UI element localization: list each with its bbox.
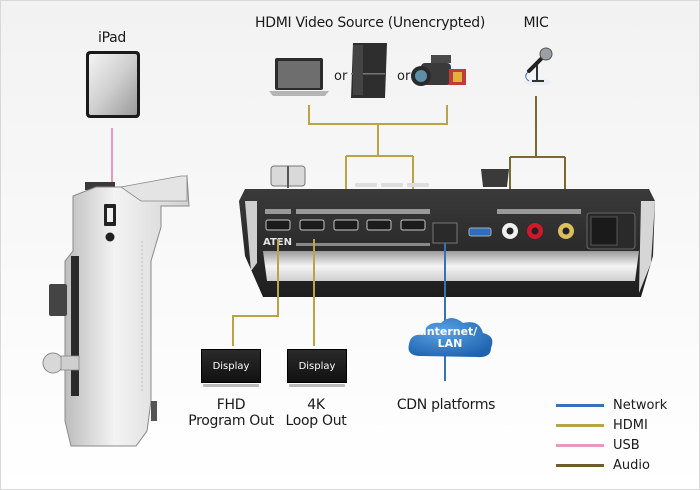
fhd-label-line1: FHD: [216, 397, 246, 413]
switcher-rear-panel: [239, 165, 655, 297]
legend-item-usb: USB: [556, 435, 667, 455]
or-label-1: or: [334, 69, 348, 84]
legend-label: HDMI: [613, 417, 648, 433]
hdmi-output-lines: [232, 239, 315, 346]
legend-label: Network: [613, 397, 668, 413]
cloud-label-line2: LAN: [437, 337, 463, 350]
4k-label-line1: 4K: [307, 397, 325, 413]
camcorder-icon: [411, 55, 466, 86]
microphone-icon: [524, 47, 553, 85]
legend-swatch-network: [556, 403, 604, 407]
legend-item-hdmi: HDMI: [556, 415, 667, 435]
display-fhd-screen: Display: [201, 349, 261, 383]
legend: Network HDMI USB Audio: [556, 395, 667, 475]
display-4k: Display: [287, 349, 347, 391]
display-stand: [203, 384, 259, 387]
mic-label: MIC: [523, 15, 549, 31]
cloud-label-line1: Internet/: [422, 325, 478, 338]
or-label-2: or: [397, 69, 411, 84]
legend-swatch-usb: [556, 443, 604, 447]
ipad-icon: [86, 51, 140, 118]
laptop-icon: [269, 58, 329, 96]
display-4k-screen: Display: [287, 349, 347, 383]
cdn-label: CDN platforms: [396, 397, 496, 413]
display-fhd: Display: [201, 349, 261, 391]
legend-label: USB: [613, 437, 640, 453]
legend-swatch-audio: [556, 463, 604, 467]
display-stand: [289, 384, 345, 387]
ipad-label: iPad: [98, 30, 126, 46]
legend-item-network: Network: [556, 395, 667, 415]
internet-cloud-icon: [408, 318, 493, 358]
audio-lines: [509, 96, 566, 205]
fhd-label-line2: Program Out: [188, 413, 274, 429]
cloud-label: Internet/ LAN: [417, 326, 483, 350]
legend-label: Audio: [613, 457, 650, 473]
hdmi-source-label: HDMI Video Source (Unencrypted): [255, 15, 486, 31]
fhd-output-label: FHD Program Out: [181, 397, 281, 429]
4k-label-line2: Loop Out: [285, 413, 347, 429]
legend-swatch-hdmi: [556, 423, 604, 427]
game-console-icon: [351, 43, 387, 98]
legend-item-audio: Audio: [556, 455, 667, 475]
switcher-side-view: [42, 174, 190, 447]
4k-output-label: 4K Loop Out: [273, 397, 359, 429]
